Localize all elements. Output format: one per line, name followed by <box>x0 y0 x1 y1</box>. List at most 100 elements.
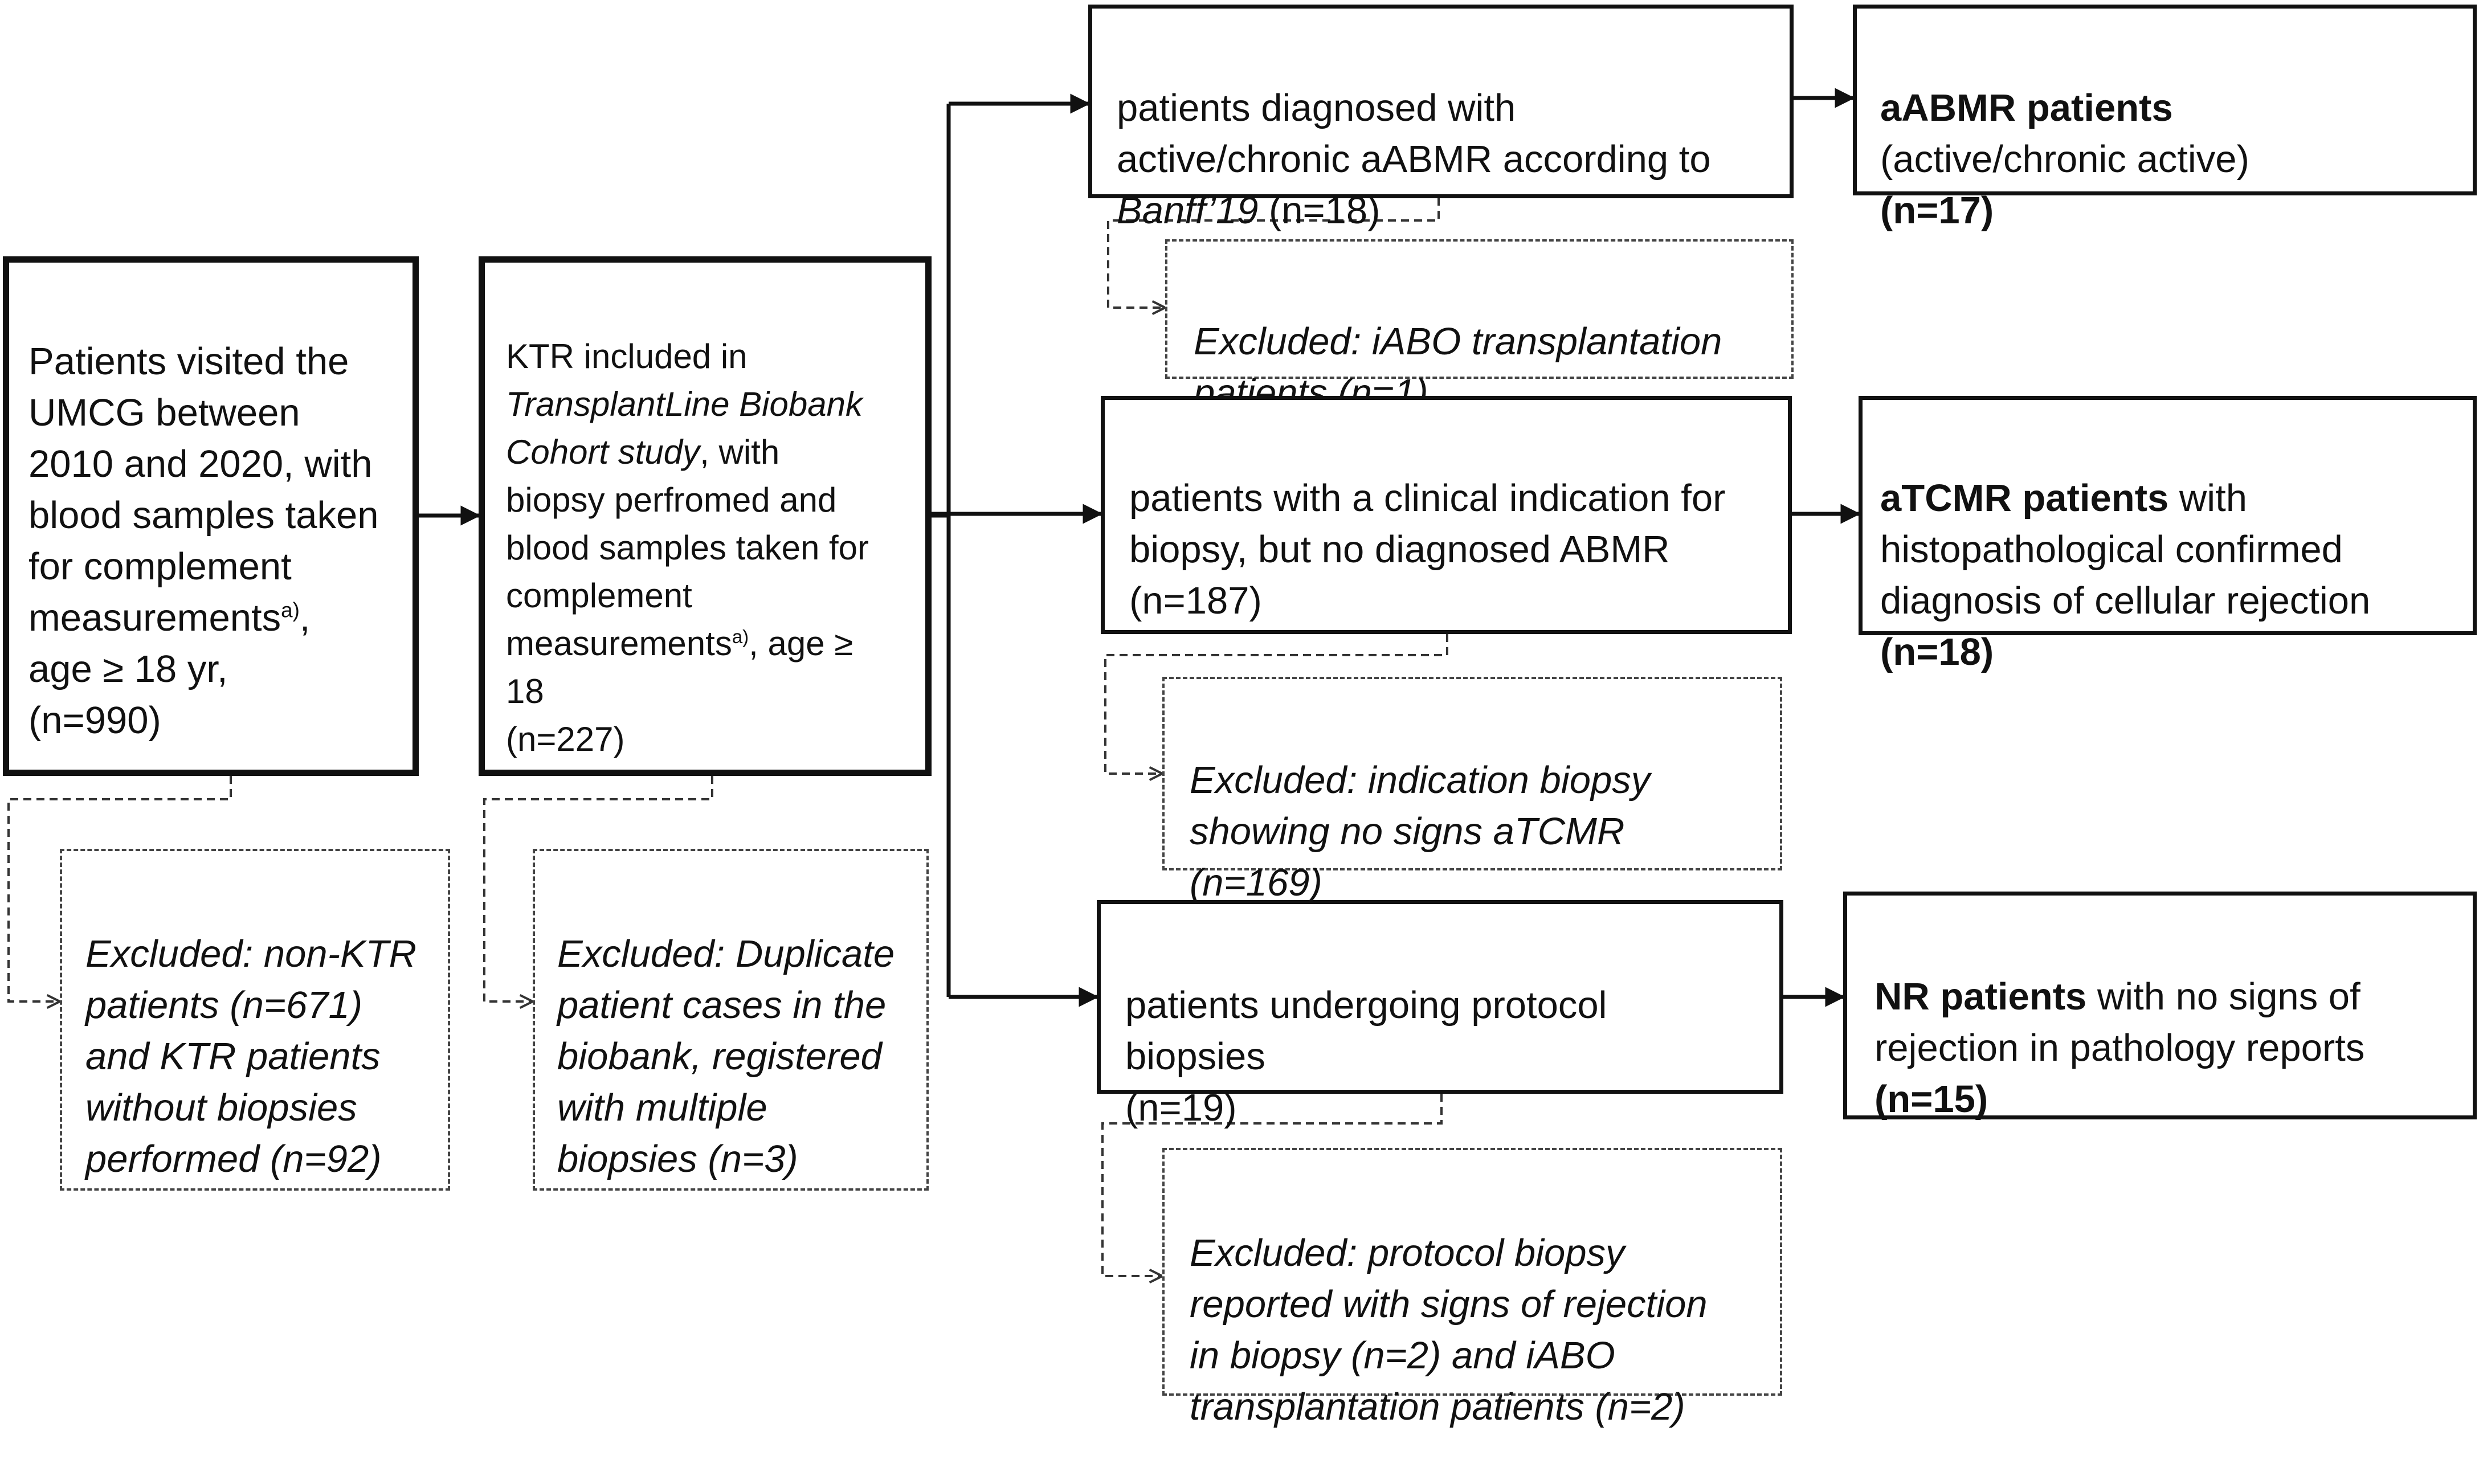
text-segment: , <box>299 596 311 639</box>
text-line: biopsy, but no diagnosed ABMR <box>1129 528 1670 571</box>
text-line: biopsy perfromed and <box>506 481 837 519</box>
text-line: without biopsies <box>85 1086 357 1129</box>
text-line: UMCG between <box>28 391 300 434</box>
text-line: Banff’19 (n=18) <box>1117 185 1711 236</box>
dashed-connector-excl3 <box>1107 198 1440 308</box>
text-line: showing no signs aTCMR <box>1190 810 1625 853</box>
text-segment: measurements <box>28 596 281 639</box>
box-aabmr-patients-text: aABMR patients (active/chronic active) (n=… <box>1880 31 2249 288</box>
text-segment: Cohort study <box>506 433 700 471</box>
box-excluded-no-atcmr <box>1162 677 1782 870</box>
text-line: patients (n=671) <box>85 984 363 1027</box>
text-segment: Banff’19 <box>1117 189 1259 232</box>
box-clinical-indication <box>1101 396 1792 634</box>
text-line: Cohort study, with <box>506 428 869 476</box>
box-protocol-biopsies-text: patients undergoing protocol biopsies (n=1… <box>1125 929 1607 1185</box>
text-line: patients with a clinical indication for <box>1129 477 1726 520</box>
text-line: patients undergoing protocol <box>1125 984 1607 1027</box>
text-line: for complement <box>28 545 292 588</box>
text-line: Excluded: Duplicate <box>557 933 895 975</box>
text-line: biopsies (n=3) <box>557 1138 798 1180</box>
box-nr-patients <box>1843 892 2477 1119</box>
text-line: diagnosis of cellular rejection <box>1880 579 2371 622</box>
text-line: TransplantLine Biobank <box>506 385 863 423</box>
text-line: histopathological confirmed <box>1880 528 2343 571</box>
text-segment: aTCMR patients <box>1880 477 2169 520</box>
box-atcmr-patients-text: aTCMR patients with histopathological con… <box>1880 422 2370 729</box>
box-atcmr-patients <box>1859 396 2477 635</box>
text-line: biopsies <box>1125 1035 1265 1078</box>
text-line: measurementsa), age ≥ <box>506 620 869 668</box>
box-excluded-non-ktr-text: Excluded: non-KTR patients (n=671) and KTR… <box>85 877 416 1236</box>
text-line: patients diagnosed with <box>1117 87 1516 129</box>
text-line: patient cases in the <box>557 984 887 1027</box>
text-line: blood samples taken <box>28 494 379 537</box>
text-line: 2010 and 2020, with <box>28 443 373 485</box>
text-line: 18 <box>506 672 544 710</box>
text-line: (n=187) <box>1129 579 1262 622</box>
text-line: biobank, registered <box>557 1035 882 1078</box>
branch-trunk <box>932 104 951 997</box>
text-line: reported with signs of rejection <box>1190 1283 1708 1326</box>
text-segment: with no signs of <box>2086 975 2360 1018</box>
text-line: performed (n=92) <box>85 1138 382 1180</box>
text-line: complement <box>506 577 692 615</box>
box-clinical-indication-text: patients with a clinical indication for b… <box>1129 422 1725 678</box>
text-line: (active/chronic active) <box>1880 138 2249 181</box>
box-abmr-diagnosed <box>1088 5 1794 198</box>
text-line: age ≥ 18 yr, <box>28 648 228 690</box>
box-initial-patients <box>3 256 419 776</box>
text-line: (n=19) <box>1125 1086 1237 1129</box>
connector-layer <box>7 88 1861 1399</box>
box-ktr-included <box>479 256 932 776</box>
dashed-connector-excl1 <box>7 776 232 1001</box>
box-protocol-biopsies <box>1097 900 1783 1094</box>
box-excluded-non-ktr <box>60 849 450 1191</box>
box-excluded-iabo <box>1165 239 1794 379</box>
text-line: transplantation patients (n=2) <box>1190 1385 1685 1428</box>
box-excluded-no-atcmr-text: Excluded: indication biopsy showing no si… <box>1190 704 1650 960</box>
text-line: Excluded: iABO transplantation <box>1194 320 1722 363</box>
text-segment: , with <box>700 433 780 471</box>
box-excluded-duplicates-text: Excluded: Duplicate patient cases in the b… <box>557 877 895 1236</box>
text-line: (n=227) <box>506 720 625 758</box>
text-line: aABMR patients <box>1880 87 2173 129</box>
footnote-marker: a) <box>281 598 300 622</box>
box-aabmr-patients <box>1853 5 2477 195</box>
text-line: Excluded: non-KTR <box>85 933 416 975</box>
text-line: rejection in pathology reports <box>1874 1027 2365 1069</box>
text-line: in biopsy (n=2) and iABO <box>1190 1334 1615 1377</box>
text-line: (n=17) <box>1880 189 1994 232</box>
text-line: Excluded: indication biopsy <box>1190 759 1651 802</box>
box-excluded-protocol <box>1162 1148 1782 1396</box>
text-line: (n=18) <box>1880 631 1994 673</box>
footnote-marker: a) <box>732 626 749 647</box>
text-line: Patients visited the <box>28 340 349 383</box>
text-line: and KTR patients <box>85 1035 381 1078</box>
text-segment: (n=18) <box>1258 189 1381 232</box>
text-line: measurementsa), <box>28 592 379 644</box>
text-line: NR patients with no signs of <box>1874 971 2364 1023</box>
text-line: blood samples taken for <box>506 529 869 567</box>
box-excluded-duplicates <box>533 849 929 1191</box>
text-line: KTR included in <box>506 337 748 375</box>
dashed-connector-excl4 <box>1104 634 1448 774</box>
box-excluded-protocol-text: Excluded: protocol biopsy reported with s… <box>1190 1176 1708 1484</box>
text-line: Excluded: protocol biopsy <box>1190 1232 1625 1274</box>
text-line: (n=990) <box>28 699 161 742</box>
text-line: active/chronic aABMR according to <box>1117 138 1711 181</box>
text-line: (n=169) <box>1190 861 1322 904</box>
text-line: with multiple <box>557 1086 767 1129</box>
box-abmr-diagnosed-text: patients diagnosed with active/chronic aA… <box>1117 31 1711 288</box>
dashed-connector-excl2 <box>483 776 713 1001</box>
text-segment: NR patients <box>1874 975 2087 1018</box>
text-segment: measurements <box>506 624 732 663</box>
text-segment: with <box>2168 477 2248 520</box>
dashed-connector-excl5 <box>1101 1094 1443 1276</box>
text-line: (n=15) <box>1874 1078 1988 1121</box>
text-segment: , age ≥ <box>749 624 853 663</box>
